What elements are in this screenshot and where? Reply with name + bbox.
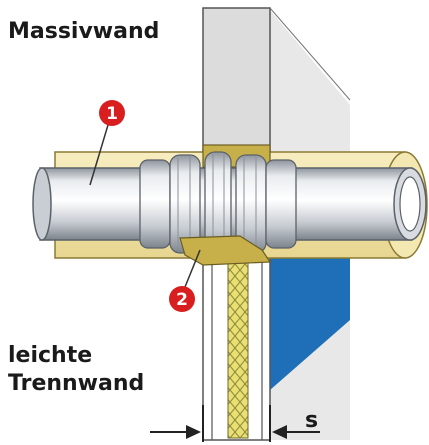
solid-wall-label: Massivwand [8,19,159,44]
pipe-end-left [32,167,52,241]
callout-2-badge [169,286,195,312]
solid-wall-front [202,7,271,159]
dimension-label: s [305,408,318,433]
callout-1-leader [89,124,109,186]
dimension-arrow-right [272,425,287,439]
blue-panel [270,220,350,390]
callout-1-number: 1 [106,104,118,124]
dimension-arrow-left [186,425,201,439]
sealant-lower [179,235,272,266]
mineral-wool [227,257,249,439]
callout-2-leader [184,249,201,288]
pipe-end-right-inner [399,176,421,232]
callout-1-badge [99,100,125,126]
light-wall-label-line2: Trennwand [8,371,144,396]
light-wall-label-line1: leichte [8,343,92,368]
callout-2-number: 2 [176,290,188,310]
wall-edge-line [269,7,351,101]
